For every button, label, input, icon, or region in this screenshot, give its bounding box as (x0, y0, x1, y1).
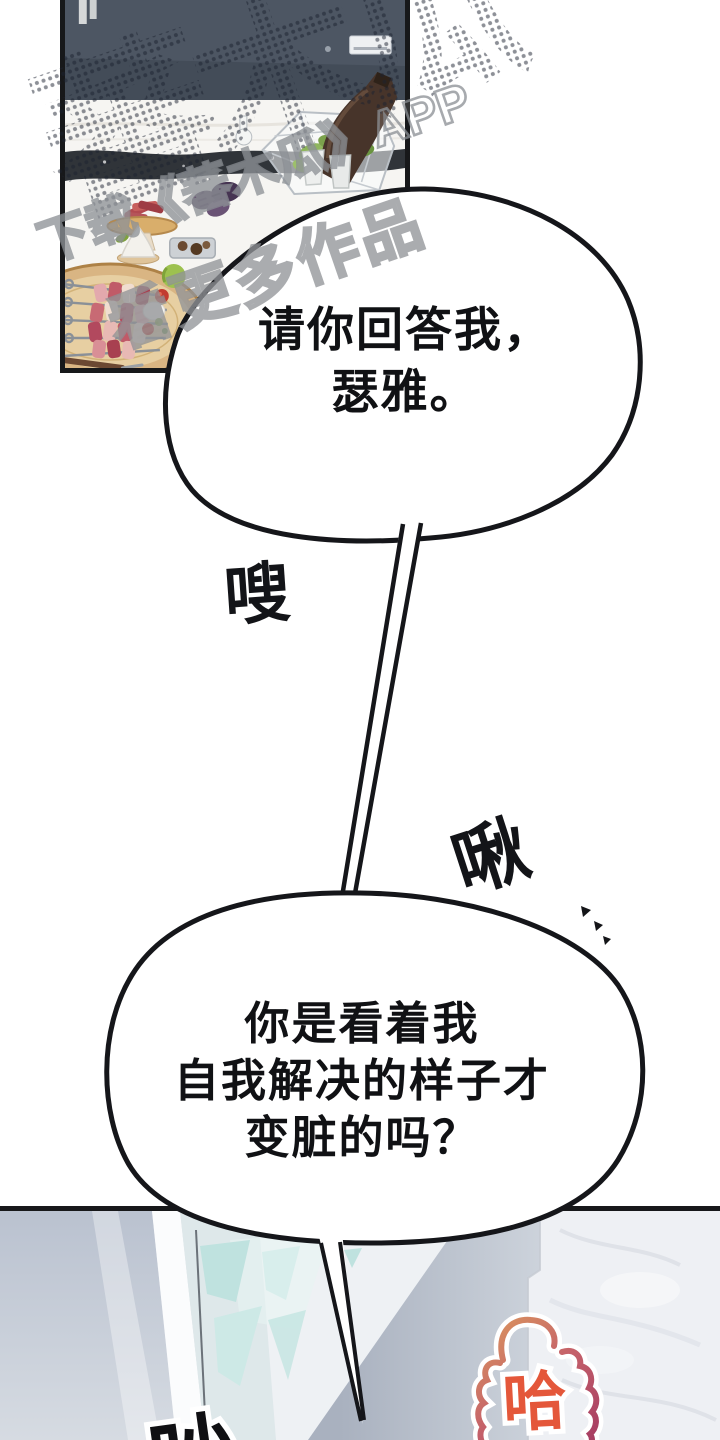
bubble-1-line-1: 请你回答我， (258, 303, 552, 356)
chirp-dots (581, 906, 611, 945)
bubble-2-text: 你是看着我 自我解决的样子才 变脏的吗？ (100, 995, 624, 1166)
bubble-1-text: 请你回答我， 瑟雅。 (160, 299, 650, 423)
speech-bubble-1 (162, 186, 643, 544)
panel-banquet-table (60, 0, 410, 373)
laugh-sfx: 哈 (501, 1364, 569, 1439)
laugh-cloud-bubble: 哈 (470, 1312, 604, 1440)
bubble-2-line-1: 你是看着我 (244, 998, 480, 1049)
bubble-2-line-3: 变脏的吗？ (244, 1112, 480, 1163)
speech-bubble-2 (104, 890, 646, 1246)
partial-bottom-sfx: 吵 (143, 1403, 244, 1440)
bubble-1-line-2: 瑟雅。 (331, 365, 479, 418)
bubble-2-line-2: 自我解决的样子才 (173, 1055, 550, 1106)
swoosh-sfx: 嗖 (221, 554, 293, 634)
banquet-illustration (65, 0, 405, 368)
